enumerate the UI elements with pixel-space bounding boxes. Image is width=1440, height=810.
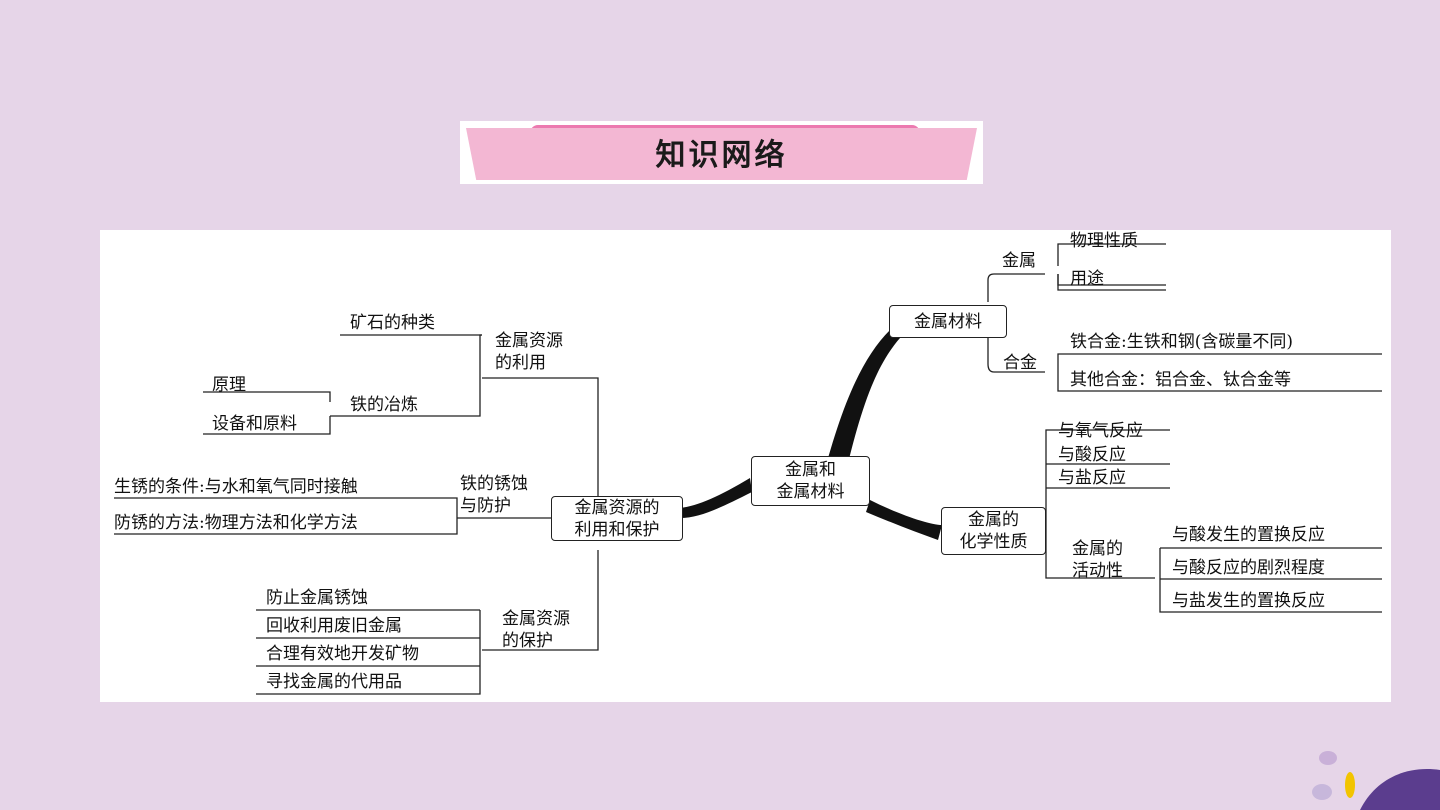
leaf-rust-prevention: 防锈的方法:物理方法和化学方法 (114, 513, 358, 533)
mind-map-connectors (114, 243, 1382, 695)
leaf-react-oxygen: 与氧气反应 (1058, 421, 1143, 441)
leaf-principle: 原理 (212, 375, 246, 395)
leaf-ore-types: 矿石的种类 (350, 313, 435, 333)
node-resource-protection: 金属资源 的保护 (502, 609, 570, 651)
node-metal-materials: 金属材料 (889, 305, 1007, 338)
leaf-other-alloy: 其他合金：铝合金、钛合金等 (1070, 370, 1291, 390)
node-resources: 金属资源的 利用和保护 (551, 496, 683, 541)
center-node: 金属和 金属材料 (751, 456, 870, 506)
leaf-substitutes: 寻找金属的代用品 (266, 672, 402, 692)
leaf-salt-displacement: 与盐发生的置换反应 (1172, 591, 1325, 611)
leaf-react-acid: 与酸反应 (1058, 445, 1126, 465)
leaf-equipment: 设备和原料 (212, 414, 297, 434)
leaf-uses: 用途 (1070, 269, 1104, 289)
node-resource-use: 金属资源 的利用 (495, 331, 563, 373)
leaf-rational-mining: 合理有效地开发矿物 (266, 644, 419, 664)
leaf-acid-displacement: 与酸发生的置换反应 (1172, 525, 1325, 545)
node-alloy: 合金 (1003, 353, 1037, 373)
corner-leaf-decoration (1312, 751, 1440, 810)
mind-map: 金属和 金属材料 金属材料 金属 物理性质 用途 合金 铁合金:生铁和钢(含碳量… (100, 230, 1391, 702)
leaf-react-salt: 与盐反应 (1058, 468, 1126, 488)
node-iron-smelting: 铁的冶炼 (350, 395, 418, 415)
node-metal: 金属 (1002, 251, 1036, 271)
leaf-physical-properties: 物理性质 (1070, 231, 1138, 251)
title-banner-body (466, 128, 977, 180)
leaf-acid-intensity: 与酸反应的剧烈程度 (1172, 558, 1325, 578)
leaf-iron-alloy: 铁合金:生铁和钢(含碳量不同) (1070, 332, 1293, 352)
node-activity: 金属的 活动性 (1072, 539, 1123, 581)
node-corrosion: 铁的锈蚀 与防护 (460, 474, 528, 516)
leaf-rust-condition: 生锈的条件:与水和氧气同时接触 (114, 477, 358, 497)
leaf-recycle: 回收利用废旧金属 (266, 616, 402, 636)
node-chemical-properties: 金属的 化学性质 (941, 507, 1046, 555)
leaf-prevent-corrosion: 防止金属锈蚀 (266, 588, 368, 608)
page-title: 知识网络 (655, 138, 788, 173)
